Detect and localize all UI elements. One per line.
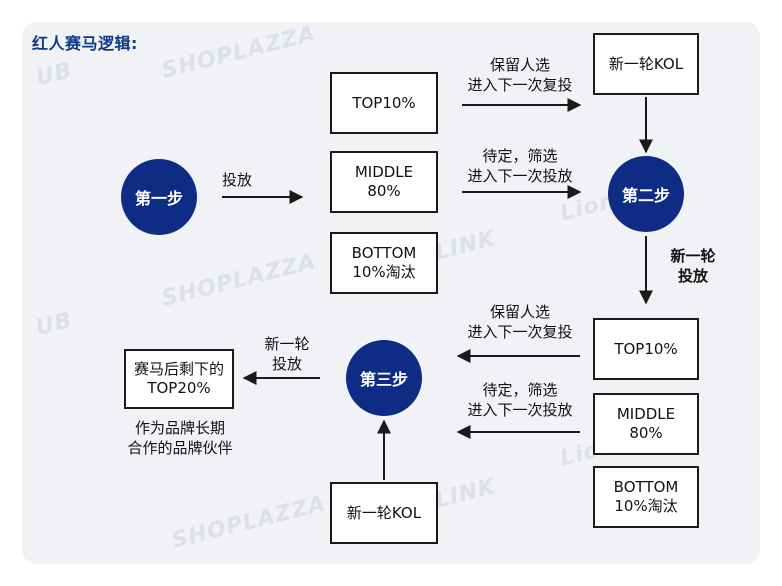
group1-top-label: TOP10% (352, 93, 416, 112)
pending2-label: 待定，筛选 进入下一次投放 (467, 381, 573, 419)
step1-circle: 第一步 (121, 159, 197, 235)
new-kol-bottom-label: 新一轮KOL (346, 503, 422, 522)
final-top20-box: 赛马后剩下的 TOP20% (124, 349, 234, 409)
new-round-right-label: 新一轮 投放 (670, 247, 716, 285)
diagram-title: 红人赛马逻辑: (32, 34, 138, 53)
new-kol-top-box: 新一轮KOL (593, 33, 699, 95)
new-kol-top-label: 新一轮KOL (608, 54, 684, 73)
group2-middle-label: MIDDLE 80% (616, 405, 676, 442)
final-top20-label: 赛马后剩下的 TOP20% (133, 360, 224, 397)
group2-bottom-label: BOTTOM 10%淘汰 (613, 478, 679, 515)
group1-bottom-label: BOTTOM 10%淘汰 (351, 244, 417, 281)
step2-circle: 第二步 (608, 156, 684, 232)
deliver-label: 投放 (222, 171, 253, 189)
group2-bottom-box: BOTTOM 10%淘汰 (593, 466, 699, 528)
new-round-left-label: 新一轮 投放 (264, 335, 310, 373)
keep2-label: 保留人选 进入下一次复投 (467, 303, 573, 341)
new-kol-bottom-box: 新一轮KOL (330, 482, 438, 544)
group1-top-box: TOP10% (330, 72, 438, 134)
group1-middle-box: MIDDLE 80% (330, 151, 438, 213)
group2-top-label: TOP10% (614, 339, 678, 358)
group2-middle-box: MIDDLE 80% (593, 393, 699, 455)
keep1-label: 保留人选 进入下一次复投 (467, 56, 573, 94)
step3-circle: 第三步 (346, 340, 422, 416)
group1-bottom-box: BOTTOM 10%淘汰 (330, 232, 438, 294)
pending1-label: 待定，筛选 进入下一次投放 (467, 147, 573, 185)
group2-top-box: TOP10% (593, 318, 699, 380)
group1-middle-label: MIDDLE 80% (354, 163, 414, 200)
partner-label: 作为品牌长期 合作的品牌伙伴 (127, 419, 233, 457)
